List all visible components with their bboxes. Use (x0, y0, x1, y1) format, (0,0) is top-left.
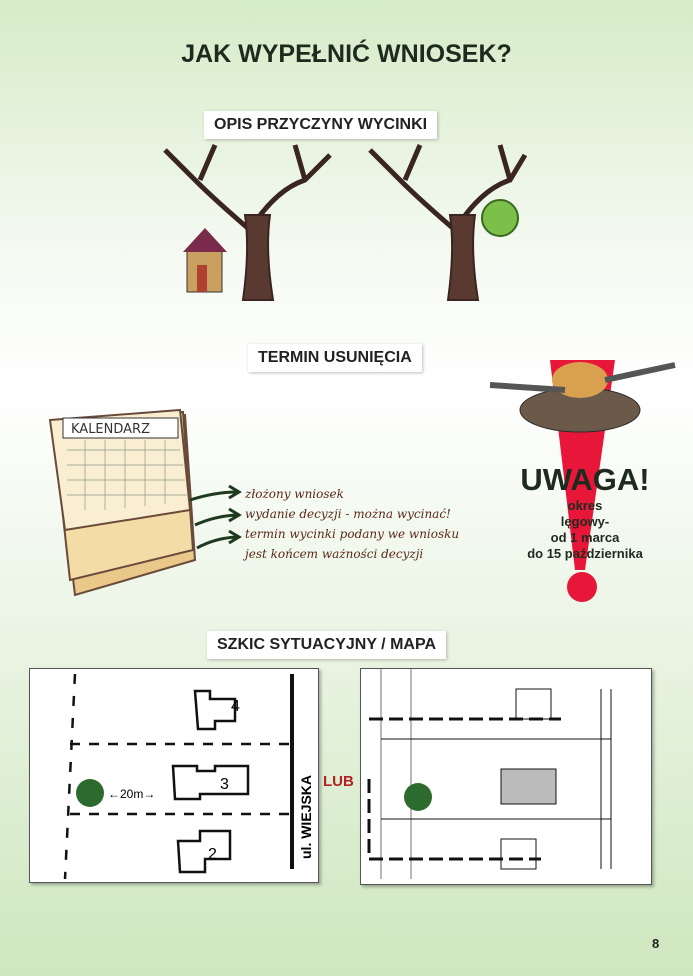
deadline-steps: złożony wniosek wydanie decyzji - można … (245, 484, 459, 564)
house-number: 3 (220, 776, 229, 793)
warning-exclamation-icon (489, 360, 676, 602)
step-text: złożony wniosek (245, 487, 344, 501)
trees-illustration (163, 144, 528, 301)
warning-line: do 15 października (527, 546, 643, 561)
step-text: wydanie decyzji - można wycinać! (245, 507, 451, 521)
tree-with-bush-icon (368, 144, 528, 301)
or-label: LUB (323, 773, 354, 790)
tree-with-house-icon (163, 144, 332, 301)
street-name: ul. WIEJSKA (298, 775, 314, 859)
house-number: 2 (208, 846, 217, 863)
section-label-reason: OPIS PRZYCZYNY WYCINKI (204, 111, 438, 139)
house-number: 4 (231, 698, 240, 715)
warning-box: UWAGA! okres lęgowy- od 1 marca do 15 pa… (510, 462, 660, 562)
section-label-deadline: TERMIN USUNIĘCIA (248, 344, 422, 372)
warning-line: okres (567, 498, 603, 513)
page-number: 8 (652, 936, 660, 951)
calendar-illustration: KALENDARZ (48, 408, 197, 597)
warning-line: od 1 marca (550, 530, 620, 545)
bird-nest-icon (489, 362, 676, 433)
cadastral-map (360, 668, 652, 885)
warning-title: UWAGA! (520, 462, 650, 497)
hand-sketch-map: 4 3 2 ←20m→ ul. WIEJSKA (29, 668, 319, 883)
step-text: jest końcem ważności decyzji (245, 547, 424, 561)
step-text: termin wycinki podany we wniosku (245, 527, 460, 541)
page-title: JAK WYPEŁNIĆ WNIOSEK? (181, 40, 512, 68)
distance-label: ←20m→ (108, 787, 155, 801)
warning-line: lęgowy- (560, 514, 610, 529)
house-icon (183, 228, 227, 293)
section-label-sketch: SZKIC SYTUACYJNY / MAPA (207, 631, 446, 659)
calendar-title: KALENDARZ (71, 422, 150, 437)
arrows-icon (189, 484, 242, 550)
